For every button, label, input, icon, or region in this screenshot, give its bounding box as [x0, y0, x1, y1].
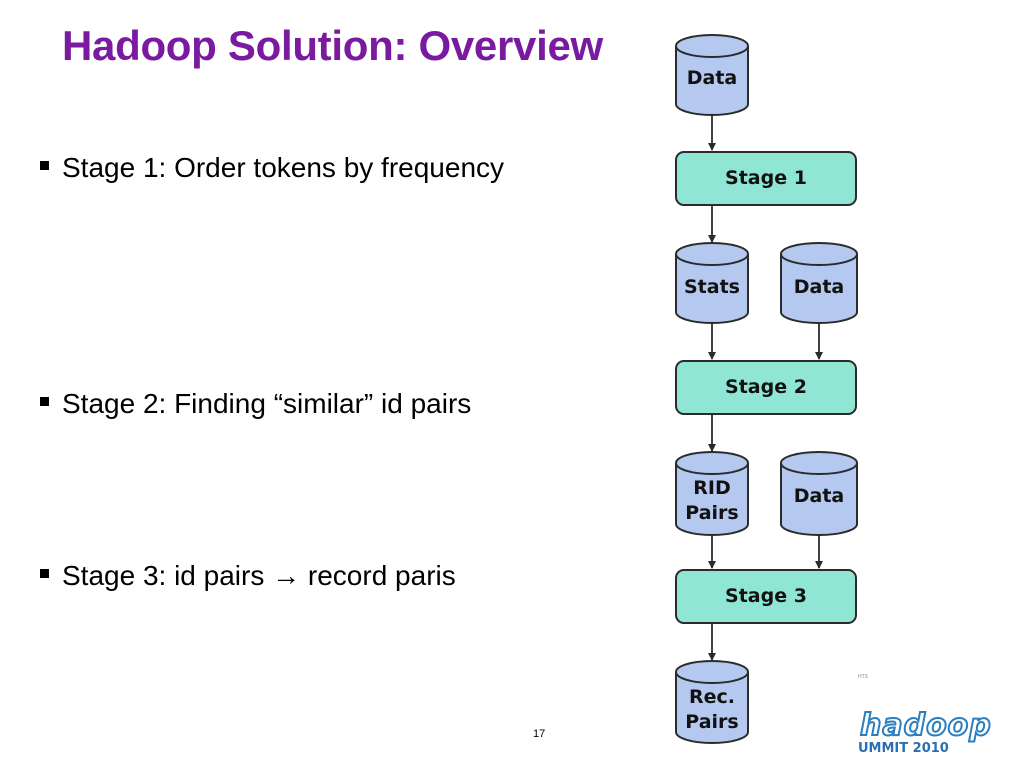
- node-label: Stage 1: [725, 167, 807, 189]
- bullet-text: Stage 1: Order tokens by frequency: [62, 152, 505, 183]
- cylinder-data-mid-2: Data: [780, 451, 858, 536]
- node-label: Stats: [684, 276, 740, 298]
- stage-1-box: Stage 1: [675, 151, 857, 206]
- bullet-stage-2: Stage 2: Finding “similar” id pairs: [40, 388, 471, 420]
- node-label: Pairs: [685, 711, 738, 733]
- page-number: 17: [533, 728, 546, 740]
- node-label: Data: [794, 485, 845, 507]
- bullet-marker: [40, 569, 49, 579]
- bullet-stage-3: Stage 3: id pairs → record paris: [40, 560, 456, 592]
- cylinder-stats: Stats: [675, 242, 749, 324]
- node-label: Data: [687, 67, 738, 89]
- node-label: Rec.: [689, 686, 735, 708]
- bullet-text: Stage 2: Finding “similar” id pairs: [62, 388, 472, 419]
- hadoop-summit-logo: hadoop UMMIT 2010: [858, 707, 992, 756]
- node-label: Stage 2: [725, 376, 807, 398]
- cylinder-data-top: Data: [675, 34, 749, 116]
- logo-wordmark: hadoop: [860, 708, 992, 743]
- bullet-text: Stage 3: id pairs: [62, 560, 273, 591]
- bullet-marker: [40, 397, 49, 407]
- slide-title: Hadoop Solution: Overview: [62, 22, 603, 69]
- node-label: Data: [794, 276, 845, 298]
- right-arrow-icon: →: [272, 560, 301, 591]
- cylinder-rec-pairs: Rec. Pairs: [675, 660, 749, 744]
- node-label: RID: [693, 477, 730, 499]
- node-label: Stage 3: [725, 585, 807, 607]
- stage-2-box: Stage 2: [675, 360, 857, 415]
- cylinder-data-mid-1: Data: [780, 242, 858, 324]
- logo-tiny-text: HTS: [858, 674, 868, 680]
- logo-subtitle: UMMIT 2010: [858, 741, 949, 756]
- bullet-stage-1: Stage 1: Order tokens by frequency: [40, 152, 504, 184]
- stage-3-box: Stage 3: [675, 569, 857, 624]
- node-label: Pairs: [685, 502, 738, 524]
- cylinder-rid-pairs: RID Pairs: [675, 451, 749, 536]
- bullet-marker: [40, 161, 49, 171]
- bullet-text-after: record paris: [300, 560, 456, 591]
